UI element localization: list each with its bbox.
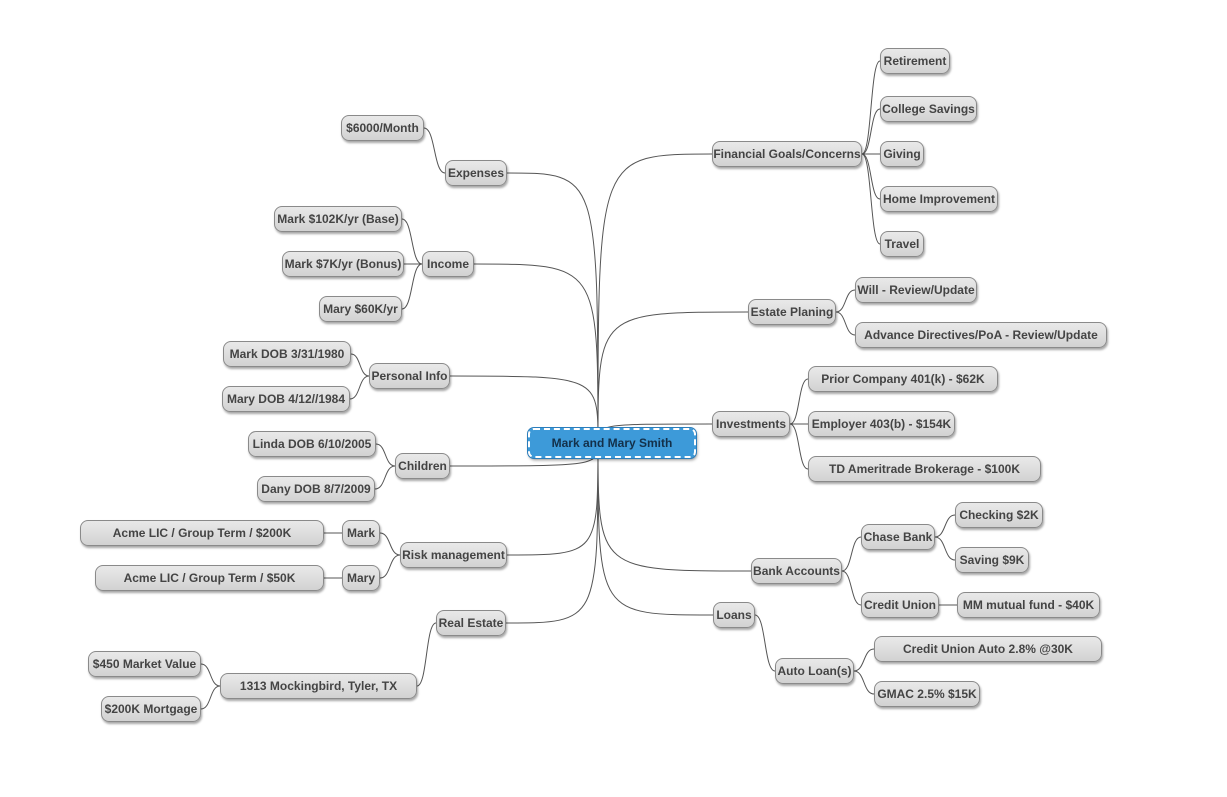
node-risk-mary[interactable]: Mary <box>342 565 380 591</box>
node-mark-dob[interactable]: Mark DOB 3/31/1980 <box>223 341 351 367</box>
node-income[interactable]: Income <box>422 251 474 277</box>
link-root-income <box>473 263 599 444</box>
node-loans[interactable]: Loans <box>713 602 755 628</box>
node-risk-mary-policy[interactable]: Acme LIC / Group Term / $50K <box>95 565 324 591</box>
node-property-mortgage[interactable]: $200K Mortgage <box>101 696 201 722</box>
link-estate-est-0 <box>835 289 856 313</box>
node-income-mark-bonus[interactable]: Mark $7K/yr (Bonus) <box>282 251 404 277</box>
link-children-ch-0 <box>375 443 396 467</box>
link-root-estate <box>597 311 749 444</box>
node-chase-checking[interactable]: Checking $2K <box>955 502 1043 528</box>
link-root-risk <box>506 442 599 556</box>
link-root-goals <box>597 153 713 444</box>
root-node-mark-and-mary-smith[interactable]: Mark and Mary Smith <box>527 427 697 459</box>
node-income-mary[interactable]: Mary $60K/yr <box>319 296 402 322</box>
link-risk-risk-mark <box>379 532 401 556</box>
link-root-expenses <box>506 172 599 444</box>
link-bank-chase <box>841 536 862 572</box>
link-root-realestate <box>505 442 599 624</box>
link-root-loans <box>597 442 714 616</box>
node-dany-dob[interactable]: Dany DOB 8/7/2009 <box>257 476 375 502</box>
link-personal-pers-0 <box>350 353 370 377</box>
link-root-bank <box>597 442 752 572</box>
link-expenses-exp-0 <box>423 127 446 174</box>
node-chase-bank[interactable]: Chase Bank <box>861 524 935 550</box>
node-estate-advance-directives[interactable]: Advance Directives/PoA - Review/Update <box>855 322 1107 348</box>
node-goal-home-improvement[interactable]: Home Improvement <box>880 186 998 212</box>
node-auto-loan-gmac[interactable]: GMAC 2.5% $15K <box>874 681 980 707</box>
link-realestate-property <box>416 622 437 687</box>
node-credit-union-mm-fund[interactable]: MM mutual fund - $40K <box>957 592 1100 618</box>
node-risk-management[interactable]: Risk management <box>400 542 507 568</box>
node-expenses-monthly[interactable]: $6000/Month <box>341 115 424 141</box>
link-goals-goal-3 <box>861 153 881 200</box>
link-goals-goal-4 <box>861 153 881 245</box>
link-income-inc-2 <box>401 263 423 310</box>
node-estate-will[interactable]: Will - Review/Update <box>855 277 977 303</box>
node-mary-dob[interactable]: Mary DOB 4/12//1984 <box>222 386 350 412</box>
node-property-market-value[interactable]: $450 Market Value <box>88 651 201 677</box>
node-goal-giving[interactable]: Giving <box>880 141 924 167</box>
node-credit-union[interactable]: Credit Union <box>861 592 939 618</box>
node-expenses[interactable]: Expenses <box>445 160 507 186</box>
node-children[interactable]: Children <box>395 453 450 479</box>
node-linda-dob[interactable]: Linda DOB 6/10/2005 <box>248 431 376 457</box>
node-investments[interactable]: Investments <box>712 411 790 437</box>
link-goals-goal-1 <box>861 108 881 155</box>
link-personal-pers-1 <box>349 375 370 400</box>
link-invest-inv-0 <box>789 378 809 425</box>
link-property-prop-1 <box>200 685 221 710</box>
node-personal-info[interactable]: Personal Info <box>369 363 450 389</box>
link-auto-auto-1 <box>853 670 875 695</box>
node-property-address[interactable]: 1313 Mockingbird, Tyler, TX <box>220 673 417 699</box>
node-chase-saving[interactable]: Saving $9K <box>955 547 1029 573</box>
node-financial-goals[interactable]: Financial Goals/Concerns <box>712 141 862 167</box>
link-estate-est-1 <box>835 311 856 336</box>
node-income-mark-base[interactable]: Mark $102K/yr (Base) <box>274 206 402 232</box>
link-invest-inv-2 <box>789 423 809 470</box>
node-goal-travel[interactable]: Travel <box>880 231 924 257</box>
link-goals-goal-0 <box>861 60 881 155</box>
node-auto-loan-credit-union[interactable]: Credit Union Auto 2.8% @30K <box>874 636 1102 662</box>
link-bank-cu <box>841 570 862 606</box>
node-real-estate[interactable]: Real Estate <box>436 610 506 636</box>
node-estate-planning[interactable]: Estate Planing <box>748 299 836 325</box>
node-goal-college-savings[interactable]: College Savings <box>880 96 977 122</box>
link-chase-chase-0 <box>934 514 956 538</box>
link-chase-chase-1 <box>934 536 956 561</box>
link-children-ch-1 <box>374 465 396 490</box>
node-auto-loans[interactable]: Auto Loan(s) <box>775 658 854 684</box>
link-income-inc-0 <box>401 218 423 265</box>
node-risk-mark-policy[interactable]: Acme LIC / Group Term / $200K <box>80 520 324 546</box>
node-risk-mark[interactable]: Mark <box>342 520 380 546</box>
node-goal-retirement[interactable]: Retirement <box>880 48 950 74</box>
link-loans-auto <box>754 614 776 672</box>
link-risk-risk-mary <box>379 554 401 579</box>
node-investment-brokerage[interactable]: TD Ameritrade Brokerage - $100K <box>808 456 1041 482</box>
node-investment-401k[interactable]: Prior Company 401(k) - $62K <box>808 366 998 392</box>
link-auto-auto-0 <box>853 648 875 672</box>
link-property-prop-0 <box>200 663 221 687</box>
node-bank-accounts[interactable]: Bank Accounts <box>751 558 842 584</box>
node-investment-403b[interactable]: Employer 403(b) - $154K <box>808 411 955 437</box>
